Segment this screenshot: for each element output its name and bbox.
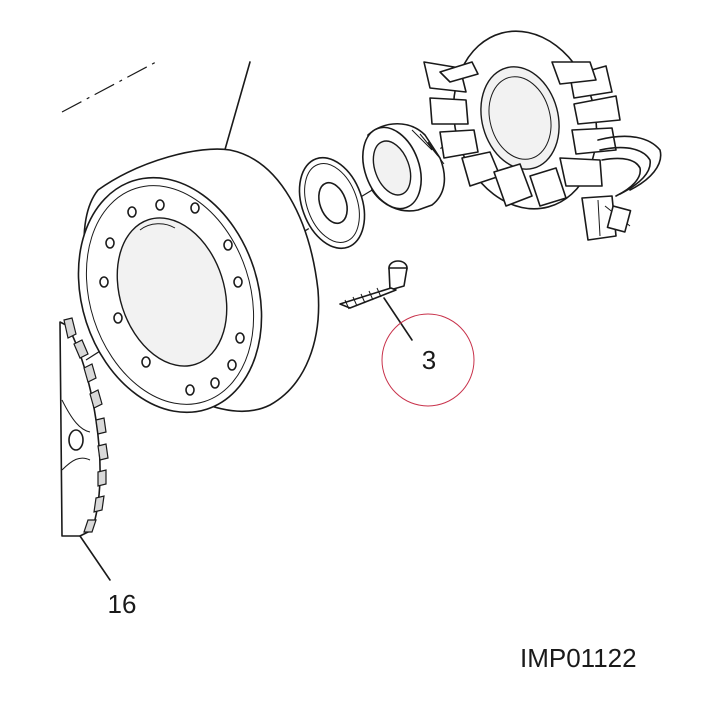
flywheel-rotor	[77, 148, 320, 414]
rotor-leader-line	[221, 61, 251, 161]
stator	[423, 30, 662, 241]
gear-leader-line	[79, 535, 111, 581]
screw-callout-number: 3	[422, 345, 436, 375]
gear	[59, 317, 109, 537]
bearing-collar	[362, 123, 446, 212]
gear-hole	[68, 429, 84, 451]
diagram-reference-code: IMP01122	[520, 643, 637, 673]
washer	[298, 156, 366, 250]
gear-callout-number: 16	[108, 589, 137, 619]
screw	[339, 260, 408, 310]
rotor-bolt-holes	[99, 199, 245, 396]
screw-leader-line	[383, 297, 413, 341]
stator-coils	[423, 61, 621, 207]
screw-highlight-circle	[381, 313, 475, 407]
